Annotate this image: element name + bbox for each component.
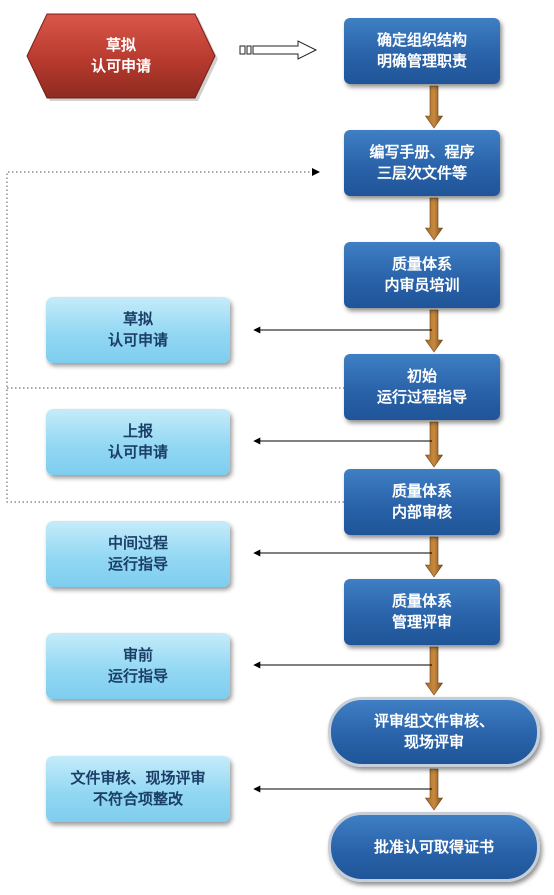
main-step-4: 初始 运行过程指导 <box>344 354 500 420</box>
side-step-4: 审前 运行指导 <box>46 633 230 699</box>
main-step-label: 批准认可取得证书 <box>373 837 494 856</box>
side-step-label: 中间过程 运行指导 <box>107 534 168 573</box>
main-step-8: 批准认可取得证书 <box>328 812 540 882</box>
dotted-feedback-arrowhead <box>312 168 320 176</box>
main-step-label: 确定组织结构 明确管理职责 <box>376 31 467 70</box>
side-step-2: 上报 认可申请 <box>46 409 230 475</box>
down-arrow <box>424 309 444 353</box>
side-step-label: 文件审核、现场评审 不符合项整改 <box>70 769 206 808</box>
start-node-label: 草拟 认可申请 <box>90 36 151 75</box>
main-step-5: 质量体系 内部审核 <box>344 469 500 535</box>
main-step-6: 质量体系 管理评审 <box>344 579 500 645</box>
dotted-feedback-line <box>6 171 344 503</box>
main-step-label: 评审组文件审核、 现场评审 <box>373 712 494 751</box>
down-arrow <box>424 768 444 811</box>
start-hollow-arrow <box>239 40 318 60</box>
down-arrow <box>424 197 444 241</box>
main-step-label: 质量体系 管理评审 <box>391 592 452 631</box>
main-step-1: 确定组织结构 明确管理职责 <box>344 18 500 84</box>
down-arrow <box>424 421 444 468</box>
down-arrow <box>424 646 444 696</box>
start-hexagon <box>26 13 216 99</box>
side-step-3: 中间过程 运行指导 <box>46 521 230 587</box>
side-step-1: 草拟 认可申请 <box>46 297 230 363</box>
down-arrow <box>424 536 444 578</box>
main-step-3: 质量体系 内审员培训 <box>344 242 500 308</box>
side-step-label: 上报 认可申请 <box>107 422 168 461</box>
start-node: 草拟 认可申请 <box>27 14 215 98</box>
side-step-5: 文件审核、现场评审 不符合项整改 <box>46 756 230 822</box>
main-step-label: 质量体系 内部审核 <box>391 482 452 521</box>
main-step-label: 编写手册、程序 三层次文件等 <box>369 143 475 182</box>
main-step-2: 编写手册、程序 三层次文件等 <box>344 130 500 196</box>
main-step-7: 评审组文件审核、 现场评审 <box>328 697 540 767</box>
side-step-label: 草拟 认可申请 <box>107 310 168 349</box>
main-step-label: 初始 运行过程指导 <box>376 367 467 406</box>
main-step-label: 质量体系 内审员培训 <box>384 255 460 294</box>
side-step-label: 审前 运行指导 <box>107 646 168 685</box>
down-arrow <box>424 85 444 129</box>
